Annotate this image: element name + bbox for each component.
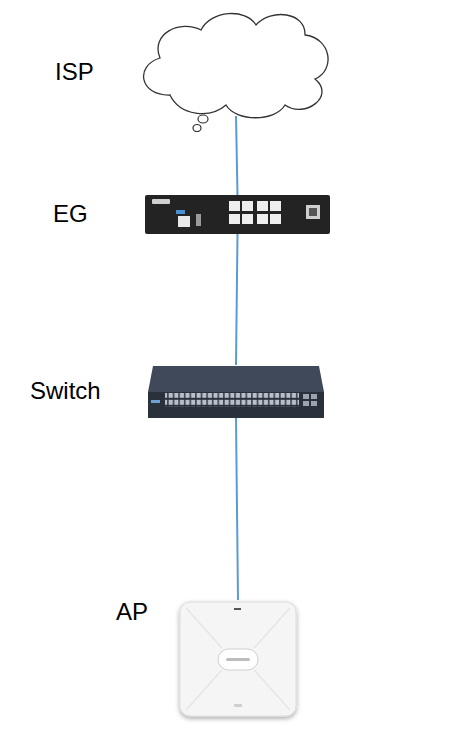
- access-point: [180, 602, 296, 716]
- device-label: Switch: [30, 377, 101, 405]
- gateway-tag: [176, 210, 185, 214]
- switch-logo: [151, 400, 160, 403]
- network-link: [236, 234, 238, 365]
- ap-node: AP: [178, 600, 298, 718]
- cloud-node: ISP: [140, 8, 332, 116]
- qr-code: [306, 205, 320, 219]
- cloud-tail: [193, 125, 201, 132]
- ap-ridges: [186, 608, 290, 710]
- ap-indicator: [234, 608, 241, 610]
- device-label: ISP: [55, 58, 94, 86]
- gateway-node: EG: [145, 195, 330, 234]
- gateway-device: [145, 195, 330, 234]
- ap-body: [180, 602, 296, 716]
- ethernet-ports: [229, 201, 281, 224]
- console-port: [178, 216, 190, 227]
- switch-ports: [165, 393, 299, 407]
- ap-bottom-mark: [234, 704, 242, 707]
- network-link: [236, 116, 238, 195]
- network-link: [236, 418, 238, 600]
- device-label: AP: [116, 598, 148, 626]
- device-label: EG: [53, 200, 88, 228]
- cloud-tail: [198, 115, 208, 123]
- switch-device: [148, 366, 324, 418]
- cloud-shape: [144, 14, 328, 132]
- ap-badge-mark: [226, 658, 250, 661]
- switch-front: [148, 392, 324, 418]
- gateway-logo: [152, 199, 170, 204]
- qr-code-inner: [309, 208, 317, 216]
- gateway-body: [145, 195, 330, 234]
- sfp-ports: [303, 394, 317, 406]
- ap-center-badge: [218, 649, 258, 670]
- switch-node: Switch: [148, 365, 324, 418]
- usb-port: [196, 214, 201, 226]
- switch-top: [148, 366, 324, 392]
- cloud-outline: [144, 14, 328, 118]
